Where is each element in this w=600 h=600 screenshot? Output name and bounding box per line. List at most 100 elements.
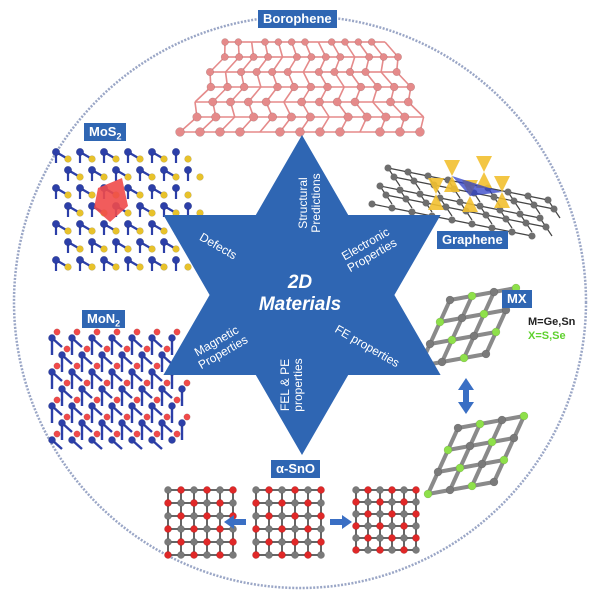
s-atom [64,227,72,235]
mo-atom [58,419,66,427]
dirac-cone [428,178,444,194]
n-atom [183,413,191,421]
o-atom [190,499,198,507]
boron-atom [375,127,385,137]
mo-atom [135,237,145,247]
sn-atom [317,525,325,533]
s-atom [100,245,108,253]
o-atom [203,486,211,494]
boron-atom [335,127,345,137]
boron-atom [362,112,372,122]
sn-atom [203,525,211,533]
n-atom [73,328,81,336]
o-atom [229,486,237,494]
o-atom [164,499,172,507]
n-atom [103,413,111,421]
carbon-atom [410,177,418,185]
boron-atom [267,112,278,122]
carbon-atom [448,216,456,224]
s-atom [124,209,132,217]
boron-atom [392,67,401,77]
n-atom [153,328,161,336]
o-atom [352,522,360,530]
boron-atom [395,127,405,137]
s-atom [491,327,501,337]
boron-atom [221,38,229,46]
n-atom [113,328,121,336]
o-atom [400,546,408,554]
s-atom [184,155,192,163]
boron-atom [261,38,269,46]
ge-s-bond [438,299,452,323]
mx-formula-m: M=Ge,Sn [528,316,576,328]
sn-atom [364,546,372,554]
mo-atom [148,402,156,410]
carbon-atom [536,214,544,222]
s-atom [88,263,96,271]
boron-atom [286,112,296,122]
s-atom [172,245,180,253]
sn-atom [177,525,185,533]
mo-atom [135,165,145,175]
n-atom [113,396,121,404]
boron-atom [235,53,244,61]
o-atom [412,510,420,518]
s-atom [184,263,192,271]
dirac-cone [462,196,478,212]
boron-atom [274,38,283,46]
boron-atom [373,82,382,92]
ge-atom [509,433,519,443]
mo-atom [147,147,157,157]
boron-atom [220,53,229,61]
sn-atom [216,538,224,546]
sn-atom [400,510,408,518]
s-atom [160,155,168,163]
boron-atom [243,97,253,107]
o-atom [304,551,312,559]
s-atom [76,209,84,217]
mo-atom [99,255,109,265]
n-atom [113,430,121,438]
defect-site [94,178,128,222]
mo-atom [99,147,109,157]
sn-atom [412,522,420,530]
s-atom [196,173,204,181]
mo-atom [123,219,133,229]
ge-s-bond [446,427,460,451]
boron-atom [175,127,185,137]
sn-atom [400,534,408,542]
sn-atom [203,499,211,507]
o-atom [291,512,299,520]
n-atom [133,328,141,336]
sno-lattices [164,486,420,559]
boron-atom [273,82,282,92]
s-atom [88,155,96,163]
ge-s-bond [440,339,454,363]
ge-atom [469,331,479,341]
n-atom [53,328,61,336]
mo-atom [171,255,181,265]
n-atom [63,345,71,353]
sn-atom [252,512,260,520]
mo-atom [128,402,136,410]
sn-atom [177,551,185,559]
s-atom [76,245,84,253]
mo-atom [48,334,56,342]
boron-atom [289,82,299,92]
o-atom [304,525,312,533]
boron-atom [330,67,339,77]
mo-atom [159,165,169,175]
mo-atom [147,255,157,265]
label-graphene: Graphene [437,231,508,249]
n-atom [133,396,141,404]
mo-atom [63,201,73,211]
mo-atom [128,436,136,444]
s-atom [443,445,453,455]
brillouin-zone [452,176,502,196]
sn-atom [376,486,384,494]
s-atom [112,263,120,271]
carbon-atom [476,202,484,210]
mo-atom [147,183,157,193]
carbon-atom [542,223,550,231]
o-atom [216,499,224,507]
